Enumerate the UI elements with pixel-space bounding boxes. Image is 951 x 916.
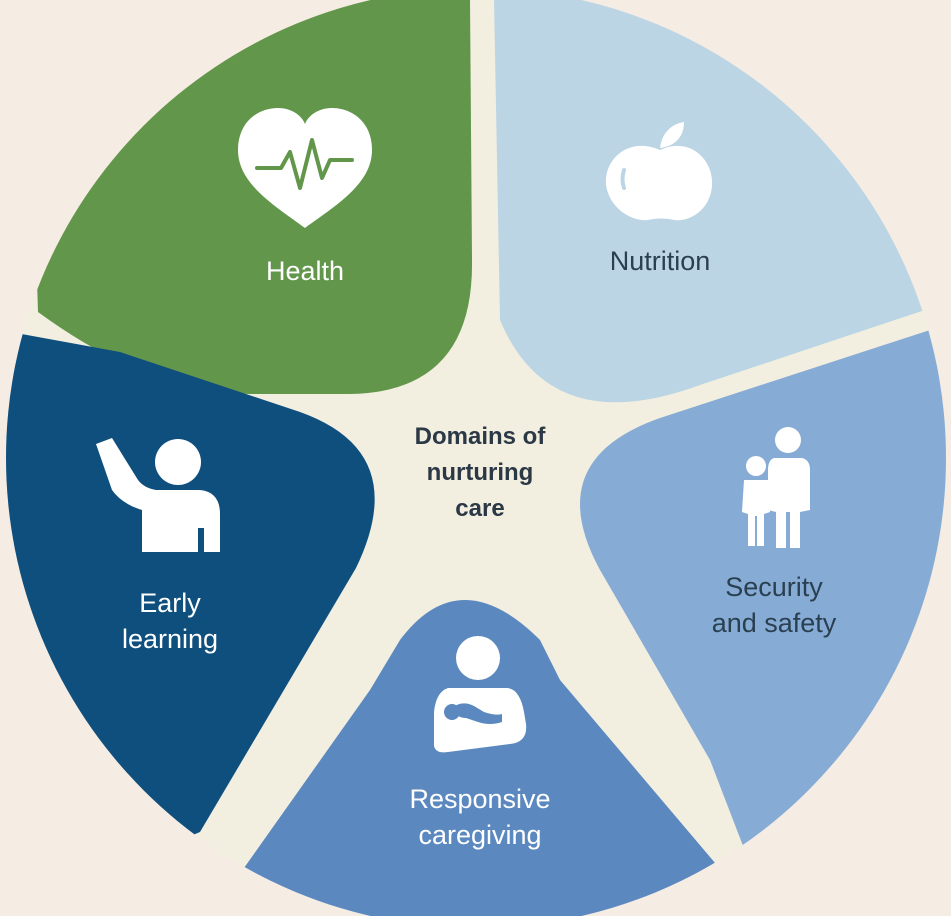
segment-label-nutrition: Nutrition [610, 246, 711, 276]
segment-label-learning-line2: learning [122, 624, 218, 654]
segment-label-security-line1: Security [725, 572, 823, 602]
center-title-line3: care [455, 495, 504, 522]
heart-pulse-icon [238, 108, 372, 228]
segment-label-responsive-line2: caregiving [418, 820, 541, 850]
segment-responsive-caregiving [210, 600, 760, 916]
segment-label-health: Health [266, 256, 344, 286]
segment-label-responsive-line1: Responsive [409, 784, 550, 814]
segment-label-learning-line1: Early [139, 588, 201, 618]
raised-hand-person-icon [96, 438, 220, 552]
family-icon [742, 427, 810, 548]
center-title-line2: nurturing [427, 459, 534, 486]
segment-health [28, 0, 473, 394]
caregiver-holding-baby-icon [434, 636, 527, 753]
center-title-line1: Domains of [415, 423, 547, 450]
apple-icon [605, 122, 713, 221]
segment-label-security-line2: and safety [712, 608, 837, 638]
